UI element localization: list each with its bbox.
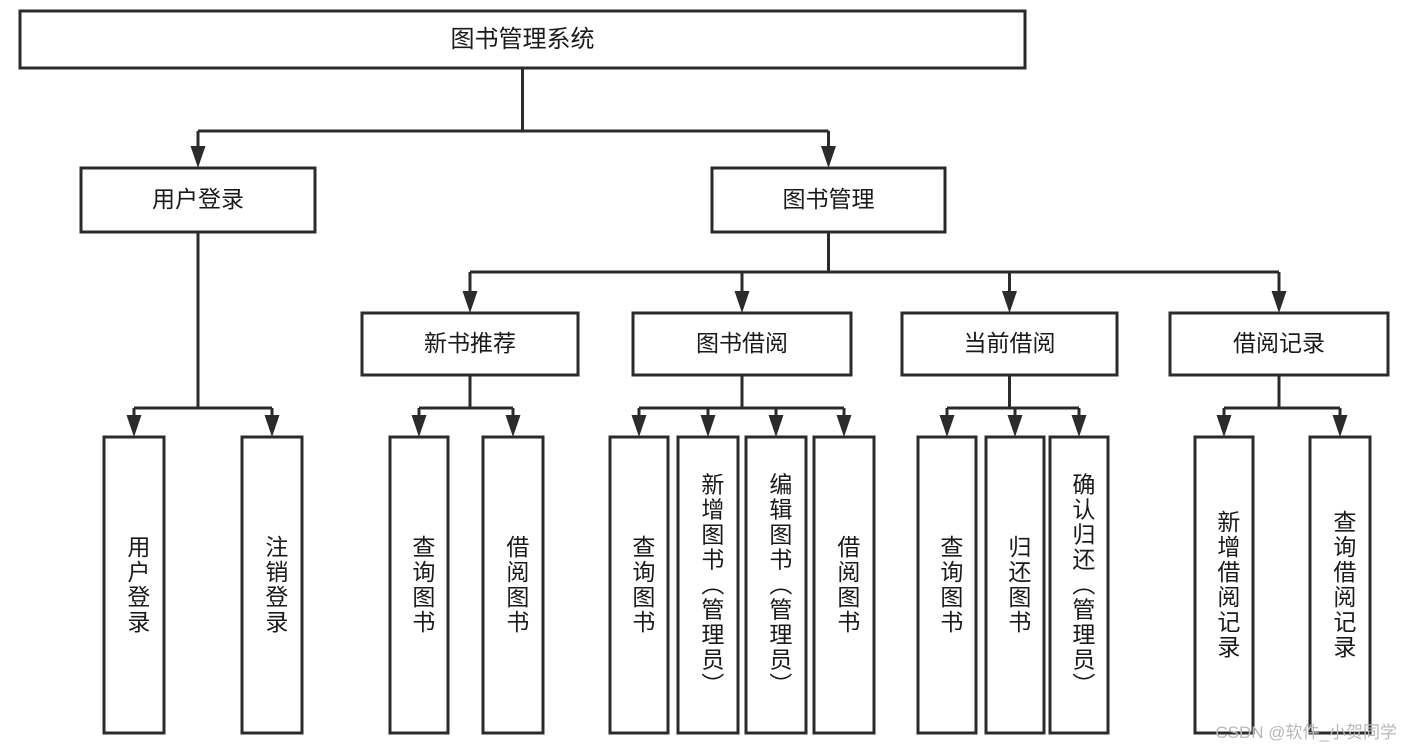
node-box [240,435,304,735]
node-leaf-confirm-return[interactable]: 确认归还（管理员） [1048,435,1110,735]
node-leaf-user-logout[interactable]: 注销登录 [240,435,304,735]
arrow-head-icon [1007,415,1023,437]
node-leaf-borrow-book-rec[interactable]: 借阅图书 [481,435,545,735]
node-box [1308,435,1372,735]
arrow-head-icon [821,146,836,168]
connector-layer [126,68,1348,437]
arrow-head-icon [411,415,427,437]
node-leaf-edit-book[interactable]: 编辑图书（管理员） [744,435,808,735]
node-leaf-return-book[interactable]: 归还图书 [984,435,1046,735]
node-label: 用户登录 [152,186,244,212]
node-book-manage[interactable]: 图书管理 [710,166,947,234]
node-box [812,435,876,735]
arrow-head-icon [1332,415,1348,437]
node-layer: 图书管理系统用户登录图书管理新书推荐图书借阅当前借阅借阅记录用户登录注销登录查询… [18,9,1390,735]
node-label: 注销登录 [262,535,289,635]
node-leaf-query-borrow-record[interactable]: 查询借阅记录 [1308,435,1372,735]
arrow-head-icon [126,415,142,437]
node-label: 新增借阅记录 [1214,510,1241,660]
arrow-head-icon [505,415,521,437]
arrow-head-icon [768,415,784,437]
node-leaf-add-borrow-record[interactable]: 新增借阅记录 [1193,435,1255,735]
node-current-borrow[interactable]: 当前借阅 [900,311,1119,377]
node-box [79,166,317,234]
node-label: 新书推荐 [424,330,516,356]
arrow-head-icon [631,415,647,437]
node-label: 新增图书（管理员） [698,473,725,698]
arrow-head-icon [190,146,206,168]
node-new-book-rec[interactable]: 新书推荐 [360,311,580,377]
node-box [710,166,947,234]
node-label: 查询图书 [409,535,436,635]
node-box [388,435,450,735]
node-leaf-add-book[interactable]: 新增图书（管理员） [676,435,740,735]
node-box [481,435,545,735]
node-borrow-record[interactable]: 借阅记录 [1168,311,1390,377]
node-label: 归还图书 [1005,535,1032,635]
node-box [916,435,978,735]
node-box [1168,311,1390,377]
node-box [676,435,740,735]
node-label: 借阅图书 [834,535,861,635]
node-label: 借阅记录 [1233,330,1325,356]
node-label: 图书管理 [783,186,875,212]
node-box [631,311,853,377]
node-box [18,9,1027,70]
node-user-login[interactable]: 用户登录 [79,166,317,234]
node-label: 查询借阅记录 [1330,510,1357,660]
node-label: 当前借阅 [964,330,1056,356]
node-label: 查询图书 [629,535,656,635]
node-box [744,435,808,735]
node-box [900,311,1119,377]
node-box [1193,435,1255,735]
arrow-head-icon [1216,415,1232,437]
node-root[interactable]: 图书管理系统 [18,9,1027,70]
node-label: 用户登录 [124,535,151,635]
arrow-head-icon [700,415,716,437]
node-label: 编辑图书（管理员） [766,473,793,698]
node-label: 查询图书 [937,535,964,635]
arrow-head-icon [836,415,852,437]
node-label: 图书管理系统 [451,26,595,53]
node-box [102,435,166,735]
arrow-head-icon [734,291,750,313]
arrow-head-icon [939,415,955,437]
node-label: 图书借阅 [696,330,788,356]
arrow-head-icon [1271,291,1287,313]
arrow-head-icon [1071,415,1087,437]
node-leaf-query-book-rec[interactable]: 查询图书 [388,435,450,735]
node-leaf-query-book-current[interactable]: 查询图书 [916,435,978,735]
node-label: 借阅图书 [503,535,530,635]
node-leaf-user-login[interactable]: 用户登录 [102,435,166,735]
node-box [608,435,670,735]
arrow-head-icon [1002,291,1017,313]
arrow-head-icon [462,291,478,313]
node-book-borrow[interactable]: 图书借阅 [631,311,853,377]
node-box [360,311,580,377]
arrow-head-icon [264,415,280,437]
node-box [984,435,1046,735]
node-leaf-borrow-book[interactable]: 借阅图书 [812,435,876,735]
node-box [1048,435,1110,735]
node-leaf-query-book-borrow[interactable]: 查询图书 [608,435,670,735]
node-label: 确认归还（管理员） [1069,473,1096,698]
